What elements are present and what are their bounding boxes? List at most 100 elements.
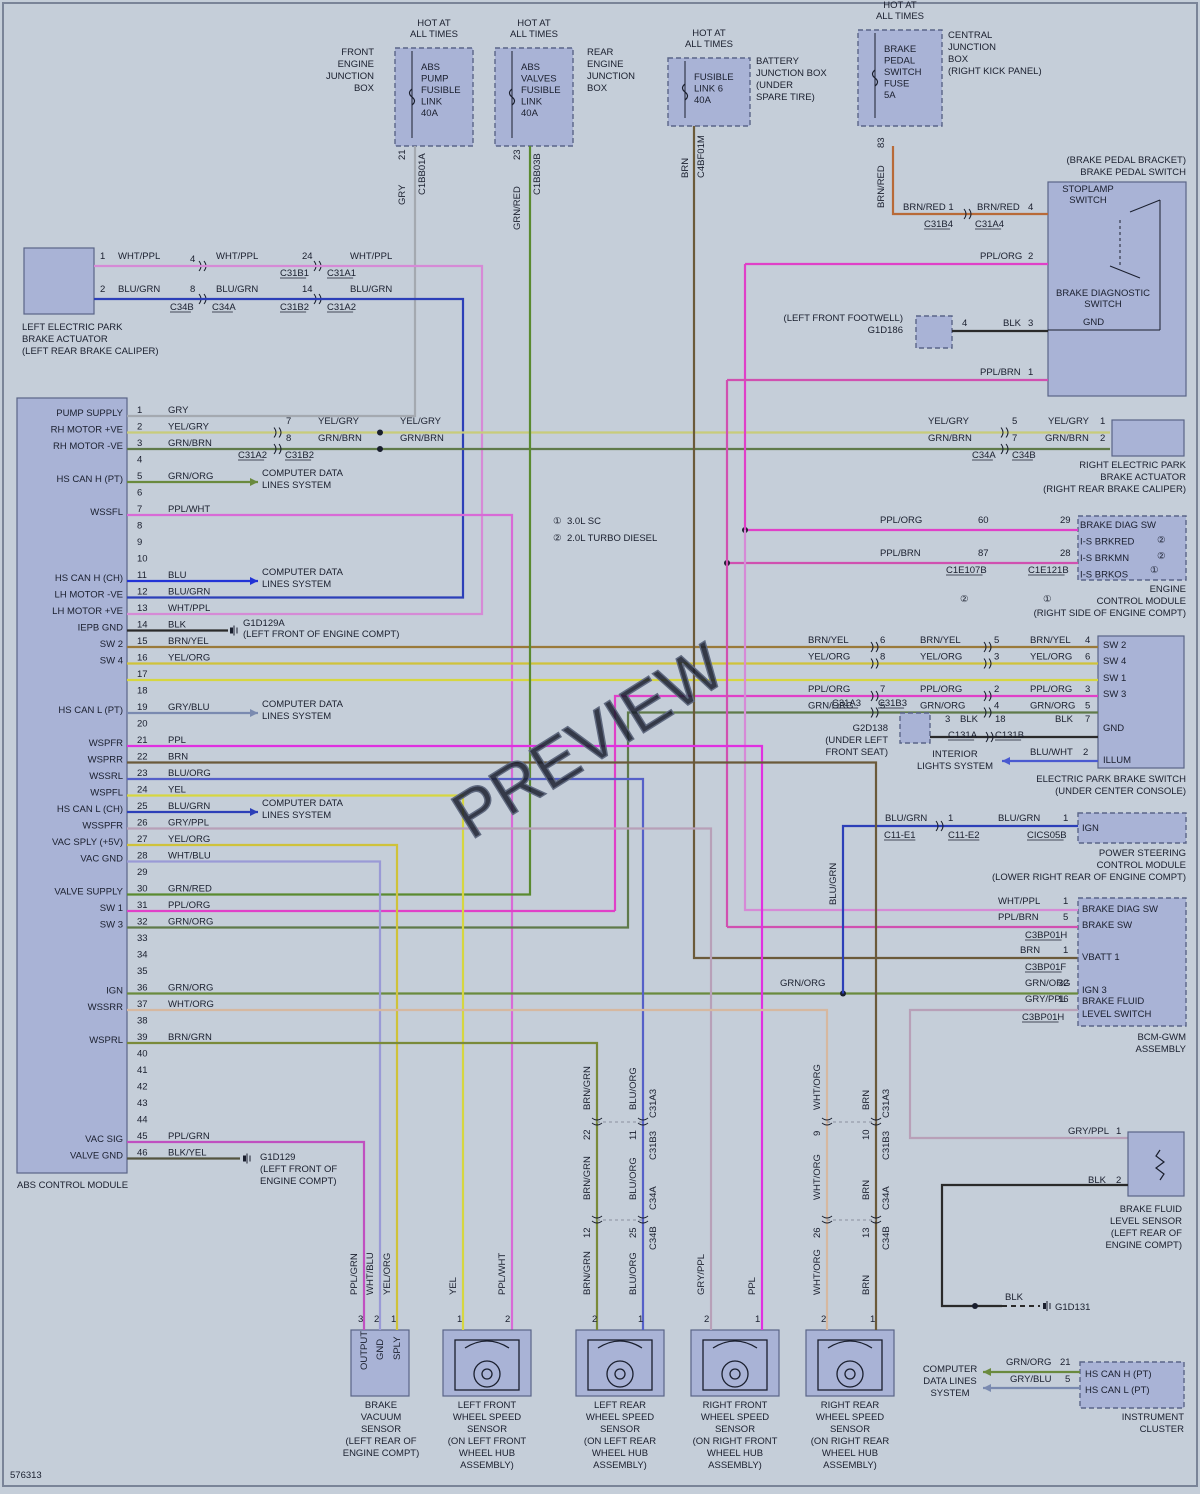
label: PPL/ORG	[980, 251, 1022, 262]
abs-wire-label: BRN/GRN	[168, 1032, 212, 1043]
label: 10	[861, 1129, 872, 1140]
wire-ppl-org-sw1b	[613, 694, 1098, 911]
label: BRN	[861, 1090, 872, 1110]
abs-pin-label: WSPFR	[89, 738, 123, 749]
connector-mark	[983, 690, 987, 702]
abs-pin-label: HS CAN L (PT)	[58, 705, 123, 716]
wire-yel-org-vac	[127, 843, 399, 1330]
abs-pin-number: 38	[137, 1016, 148, 1027]
label: WHT/PPL	[118, 251, 160, 262]
abs-pin-number: 33	[137, 933, 148, 944]
gear-icon	[844, 1368, 856, 1380]
abs-pin-number: 19	[137, 702, 148, 713]
wire-ppl-rf	[127, 744, 764, 1330]
label: 5	[994, 635, 999, 646]
label: WHEEL HUB	[707, 1448, 763, 1459]
label: GRN/BRN	[318, 433, 362, 444]
label: SPARE TIRE)	[756, 92, 815, 103]
label: PPL/ORG	[880, 515, 922, 526]
label: 14	[302, 284, 313, 295]
label: GRY/BLU	[1010, 1374, 1052, 1385]
label: BLU/WHT	[1030, 747, 1073, 758]
abs-pin-number: 1	[137, 405, 142, 416]
abs-valves-fuse-box	[494, 47, 574, 147]
power-steering-control-module	[1077, 812, 1187, 844]
label: BLU/GRN	[998, 813, 1040, 824]
wire-gry-ppl	[908, 1008, 1128, 1140]
label: ②	[1157, 551, 1166, 562]
label: PUMP	[421, 74, 448, 85]
sensor-frame-icon	[454, 1339, 520, 1391]
abs-wire-label: BLU/GRN	[168, 587, 210, 598]
label: C11-E1	[884, 830, 916, 841]
label: 6	[880, 635, 885, 646]
label: 83	[876, 137, 887, 148]
label: (UNDER	[756, 80, 793, 91]
connector-mark	[985, 731, 989, 743]
label: 2	[100, 284, 105, 295]
label: BRN/RED 1	[903, 202, 954, 213]
wire-wht-org	[127, 1008, 829, 1330]
abs-wire-label: GRY/BLU	[168, 702, 210, 713]
label: BRN/RED	[977, 202, 1020, 213]
label: SWITCH	[1084, 299, 1122, 310]
label: PPL/ORG	[808, 684, 850, 695]
label: BATTERY	[756, 56, 800, 67]
label: ALL TIMES	[876, 11, 924, 22]
abs-pin-number: 14	[137, 620, 148, 631]
connector-mark	[988, 690, 992, 702]
label: 1	[755, 1314, 760, 1325]
connector-mark	[990, 731, 994, 743]
connector-mark	[591, 1220, 603, 1224]
label: YEL/ORG	[920, 652, 962, 663]
abs-pin-number: 22	[137, 752, 148, 763]
label: C34B	[1012, 450, 1036, 461]
label: C31A3	[648, 1089, 659, 1118]
label: (ON RIGHT FRONT	[693, 1436, 778, 1447]
label: (UNDER CENTER CONSOLE)	[1055, 786, 1186, 797]
label: 2	[374, 1314, 379, 1325]
label: ALL TIMES	[410, 29, 458, 40]
label: 8	[880, 652, 885, 663]
label: PPL/ORG	[920, 684, 962, 695]
connector-mark	[988, 707, 992, 718]
label: ②	[1157, 535, 1166, 546]
abs-pin-number: 43	[137, 1098, 148, 1109]
label: OUTPUT	[359, 1331, 370, 1370]
label: 11	[628, 1130, 639, 1140]
abs-pin-number: 31	[137, 900, 148, 911]
abs-pin-label: HS CAN L (CH)	[57, 804, 123, 815]
connector-mark	[591, 1215, 603, 1219]
label: G1D131	[1055, 1302, 1090, 1313]
label: (ON LEFT REAR	[584, 1436, 656, 1447]
gear-icon	[836, 1360, 864, 1388]
label: C31A3	[832, 698, 861, 709]
connector-mark	[983, 707, 987, 718]
abs-wire-label: BLK	[168, 620, 187, 631]
fuse-icon	[408, 88, 416, 106]
label: HOT AT	[692, 28, 726, 39]
label: 32	[1058, 978, 1069, 989]
abs-pin-label: WSSFL	[90, 507, 123, 518]
brake-pedal-fuse-box	[857, 29, 943, 127]
label: YEL/ORG	[1030, 652, 1072, 663]
label: BRN/RED	[876, 165, 887, 208]
label: C3BP01H	[1025, 930, 1067, 941]
left-epb-actuator	[23, 247, 95, 315]
label: COMPUTER	[923, 1364, 978, 1375]
abs-pin-number: 5	[137, 471, 142, 482]
g2d138-ground	[899, 712, 931, 744]
label: ASSEMBLY	[1135, 1044, 1186, 1055]
label: C11-E2	[948, 830, 980, 841]
label: VBATT 1	[1082, 952, 1120, 963]
label: (LOWER RIGHT REAR OF ENGINE COMPT)	[992, 872, 1186, 883]
label: 24	[302, 251, 313, 262]
abs-pin-number: 16	[137, 653, 148, 664]
label: SENSOR	[467, 1424, 507, 1435]
label: BLU/GRN	[350, 284, 392, 295]
label: (BRAKE PEDAL BRACKET)	[1067, 155, 1186, 166]
abs-wire-label: YEL/ORG	[168, 834, 210, 845]
label: 1	[391, 1314, 396, 1325]
label: BLK	[1088, 1175, 1107, 1186]
wire-gry-ppl-rf	[127, 827, 713, 1330]
